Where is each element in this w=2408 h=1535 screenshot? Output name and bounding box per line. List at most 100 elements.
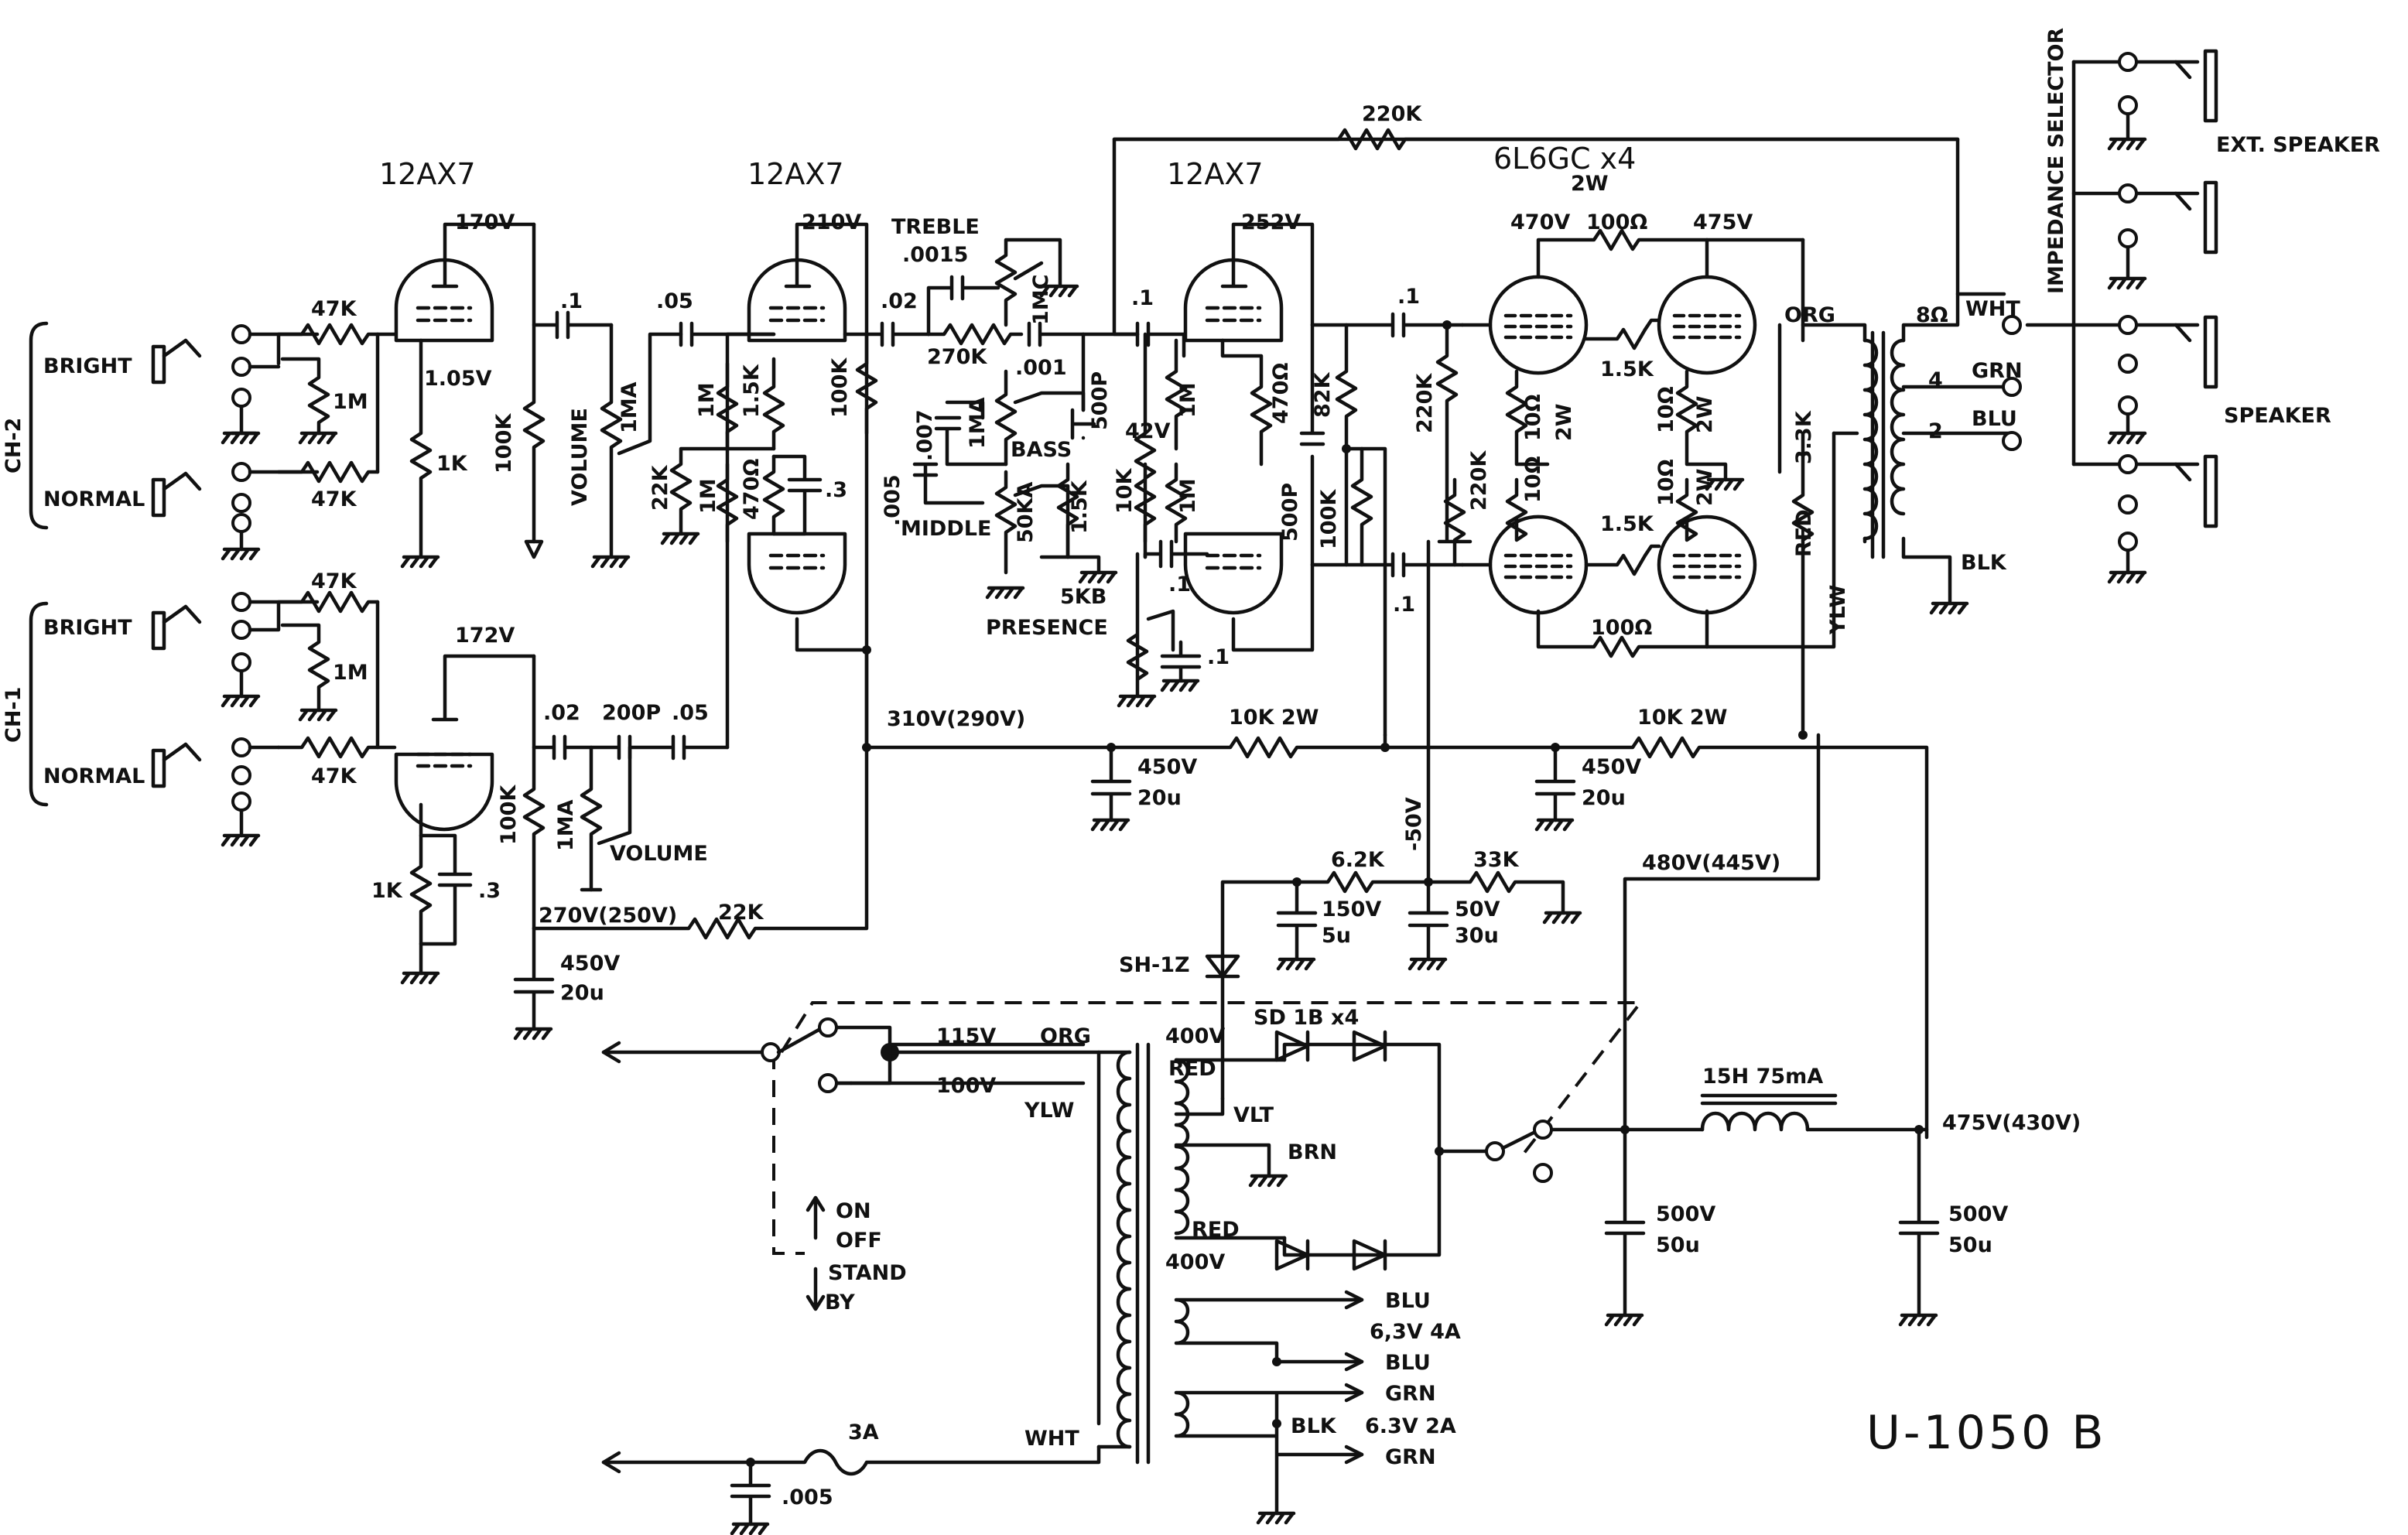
w2-c-label: 2W (1693, 468, 1717, 506)
r220k-c-label: 220K (1467, 450, 1491, 511)
c3-a-label: .3 (478, 879, 501, 903)
r10-a-label: 10Ω (1521, 394, 1545, 441)
v3-driver-tube: 220K .1 252V 42V 1M 1M 10K 470Ω .1 5KB P… (986, 102, 1960, 737)
c001-label: .001 (1015, 356, 1067, 380)
treble-pot-label: 1MC (1029, 275, 1053, 325)
r47k-d-label: 47K (311, 764, 357, 788)
v1b-plate-voltage: 172V (455, 624, 515, 648)
r220k-b-label: 220K (1413, 373, 1437, 433)
tap-115v: 115V (936, 1024, 996, 1048)
switch-on: ON (836, 1199, 871, 1223)
r1m-d-label: 1M (696, 478, 720, 514)
drop-10k-a-label: 10K 2W (1229, 706, 1319, 730)
c500p-a-label: 500P (1088, 371, 1112, 430)
channel-label-ch2: CH-2 (2, 418, 26, 473)
r47k-b-label: 47K (311, 487, 357, 511)
heater-b-rating: 6.3V 2A (1365, 1414, 1456, 1438)
bplus-rail: 310V(290V) 10K 2W 10K 2W 450V 20u 450V 2… (862, 320, 1929, 1140)
r10k-label: 10K (1113, 467, 1137, 514)
r100k-a-label: 100K (492, 413, 516, 473)
filter-450-c: 450V (1582, 755, 1641, 779)
out-plate-voltage-a: 470V (1510, 210, 1570, 234)
filter-30u: 30u (1455, 924, 1499, 948)
filter-50v: 50V (1455, 897, 1500, 921)
c3-b-label: .3 (825, 478, 847, 502)
impedance-selector-label: IMPEDANCE SELECTOR (2044, 28, 2068, 294)
bplus-270-label: 270V(250V) (539, 904, 677, 928)
filter-450-a: 450V (560, 952, 620, 976)
r10-c-label: 10Ω (1654, 386, 1678, 433)
tube-label-preamp2: 12AX7 (747, 157, 844, 191)
r33k-b-label: 33K (1473, 848, 1520, 872)
r22k-b-label: 22K (648, 464, 672, 511)
bplus-310-label: 310V(290V) (887, 707, 1025, 731)
v2-plate-voltage: 210V (802, 210, 861, 234)
filter-20u-c: 20u (1582, 786, 1626, 810)
r100k-c-label: 100K (828, 357, 852, 418)
heater-grn-b: GRN (1385, 1445, 1436, 1469)
r1m-b-label: 1M (333, 661, 368, 685)
c05-a-label: .05 (656, 289, 693, 313)
volume-ch2-pot: 1MA (617, 381, 641, 433)
switch-by: BY (825, 1291, 855, 1314)
volume-ch1-label: VOLUME (610, 842, 708, 866)
heater-a-rating: 6,3V 4A (1370, 1320, 1461, 1344)
r470-a-label: 470Ω (740, 459, 764, 520)
volume-ch1-pot: 1MA (554, 799, 578, 851)
tap-4-label: 4 (1928, 368, 1943, 392)
c200p-label: 200P (602, 701, 661, 725)
hv-brn: BRN (1288, 1140, 1337, 1164)
r100-a-label: 100Ω (1586, 210, 1647, 234)
r15k-c-label: 1.5K (1600, 357, 1654, 381)
filter-50u-b: 50u (1948, 1233, 1992, 1257)
bass-pot-label: 1MA (966, 397, 990, 449)
c02-b-label: .02 (881, 289, 918, 313)
tap-ylw: YLW (1024, 1099, 1074, 1123)
r15k-d-label: 1.5K (1600, 512, 1654, 536)
r470-b-label: 470Ω (1269, 363, 1293, 424)
blu-label: BLU (1972, 407, 2017, 431)
speaker-section: IMPEDANCE SELECTOR EXT. SPEAKER SPEAKER (2025, 28, 2380, 582)
c02-a-label: .02 (543, 701, 580, 725)
c01-d-label: .1 (1207, 645, 1230, 669)
v3-plate-voltage: 252V (1241, 210, 1301, 234)
presence-pot-label: 5KB (1060, 585, 1107, 609)
channel-label-ch1: CH-1 (2, 687, 26, 743)
speaker-label: SPEAKER (2224, 404, 2331, 428)
r1k-b-label: 1K (371, 879, 403, 903)
r1m-a-label: 1M (333, 390, 368, 414)
c005-a-label: .005 (881, 474, 905, 526)
sh1z-label: SH-1Z (1119, 953, 1190, 977)
hv-vlt: VLT (1233, 1103, 1274, 1127)
r62k-label: 6.2K (1331, 848, 1385, 872)
r22k-a-label: 22K (718, 901, 764, 925)
tube-label-output: 6L6GC x4 (1493, 142, 1636, 176)
hv-400v-b: 400V (1165, 1250, 1225, 1274)
tube-label-driver: 12AX7 (1167, 157, 1264, 191)
w2-a-label: 2W (1552, 403, 1576, 441)
heater-blk: BLK (1291, 1414, 1337, 1438)
rectifier-label: SD 1B x4 (1254, 1006, 1359, 1030)
tap-2-label: 2 (1928, 419, 1943, 443)
c0015-label: .0015 (902, 243, 968, 267)
output-stage: 2W 470V 475V 100Ω 1.5K 1.5K 220K 220K 10… (1413, 172, 2023, 737)
bplus-480-label: 480V(445V) (1642, 851, 1780, 875)
fuse-label: 3A (848, 1420, 879, 1444)
filter-150v: 150V (1322, 897, 1381, 921)
tap-100v: 100V (936, 1074, 996, 1098)
c01-b-label: .1 (1131, 286, 1154, 310)
volume-ch2-label: VOLUME (568, 408, 592, 506)
middle-pot-label: 50KA (1014, 482, 1038, 543)
c500p-b-label: 500P (1278, 483, 1302, 542)
r100k-d-label: 100K (1317, 489, 1341, 549)
v2-preamp-tube: 210V 1M 22K 1M 1.5K 470Ω .3 .02 100K (648, 210, 931, 652)
tap-org: ORG (1040, 1024, 1091, 1048)
v3-cathode-voltage: 42V (1125, 419, 1171, 443)
bias-supply: -50V 6.2K 33K 150V 5u 50V 30u SH-1Z (1119, 539, 1580, 1101)
tap-8-label: 8Ω (1916, 303, 1948, 327)
r47k-a-label: 47K (311, 297, 357, 321)
bplus-475-label: 475V(430V) (1942, 1111, 2081, 1135)
c005-b-label: .005 (782, 1485, 833, 1509)
v1-preamp-tube: 170V 172V 1.05V 1K 1K .3 .1 100K VOLUME … (371, 210, 776, 983)
